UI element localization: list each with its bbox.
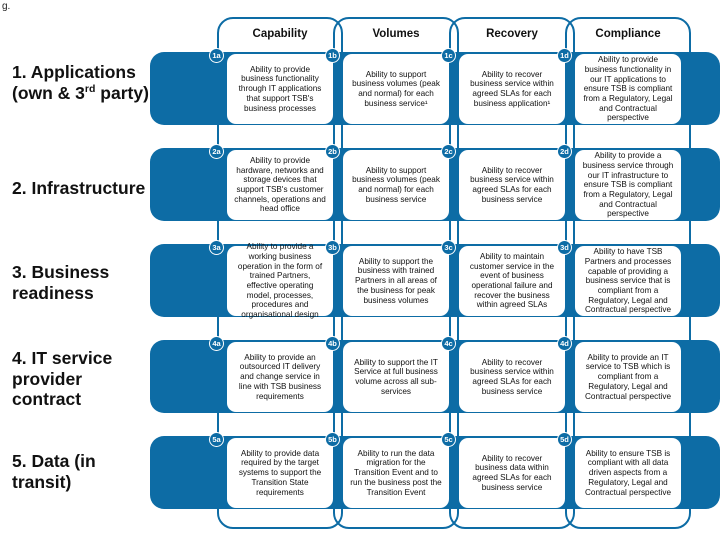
- column-volumes: [333, 17, 459, 529]
- cell-id-badge: 4c: [441, 336, 456, 351]
- row-label-applications-text: 1. Applications (own & 3: [12, 62, 136, 103]
- cell-2-volumes: Ability to support business volumes (pea…: [343, 150, 449, 220]
- cell-4-capability: Ability to provide an outsourced IT deli…: [227, 342, 333, 412]
- cell-id-badge: 4a: [209, 336, 224, 351]
- cell-id-badge: 4b: [325, 336, 340, 351]
- cell-5-compliance: Ability to ensure TSB is compliant with …: [575, 438, 681, 508]
- cell-3-capability: Ability to provide a working business op…: [227, 242, 333, 319]
- cell-id-badge: 4d: [557, 336, 572, 351]
- cell-id-badge: 5c: [441, 432, 456, 447]
- cell-1-capability: Ability to provide business functionalit…: [227, 54, 333, 124]
- cell-id-badge: 3a: [209, 240, 224, 255]
- row-label-applications-sup: rd: [84, 82, 96, 95]
- column-compliance: [565, 17, 691, 529]
- cell-3-compliance: Ability to have TSB Partners and process…: [575, 246, 681, 316]
- cell-2-recovery: Ability to recover business service with…: [459, 150, 565, 220]
- row-label-applications: 1. Applications (own & 3rd party): [12, 62, 152, 103]
- row-label-data: 5. Data (in transit): [12, 451, 96, 492]
- row-label-infrastructure: 2. Infrastructure: [12, 178, 146, 198]
- cell-4-recovery: Ability to recover business service with…: [459, 342, 565, 412]
- cell-5-capability: Ability to provide data required by the …: [227, 438, 333, 508]
- cell-2-capability: Ability to provide hardware, networks an…: [227, 150, 333, 220]
- cell-1-recovery: Ability to recover business service with…: [459, 54, 565, 124]
- cell-4-compliance: Ability to provide an IT service to TSB …: [575, 342, 681, 412]
- cell-id-badge: 5b: [325, 432, 340, 447]
- cell-id-badge: 5a: [209, 432, 224, 447]
- column-capability: [217, 17, 343, 529]
- cell-id-badge: 5d: [557, 432, 572, 447]
- cell-1-volumes: Ability to support business volumes (pea…: [343, 54, 449, 124]
- cell-id-badge: 1b: [325, 48, 340, 63]
- cell-id-badge: 2d: [557, 144, 572, 159]
- cell-id-badge: 3b: [325, 240, 340, 255]
- cell-id-badge: 1c: [441, 48, 456, 63]
- column-recovery: [449, 17, 575, 529]
- row-label-it-service-provider: 4. IT service provider contract: [12, 348, 113, 410]
- column-header-capability: Capability: [252, 28, 308, 40]
- cell-2-compliance: Ability to provide a business service th…: [575, 150, 681, 220]
- cell-id-badge: 3d: [557, 240, 572, 255]
- cell-3-volumes: Ability to support the business with tra…: [343, 246, 449, 316]
- cell-5-volumes: Ability to run the data migration for th…: [343, 438, 449, 508]
- cell-id-badge: 2c: [441, 144, 456, 159]
- cell-id-badge: 2a: [209, 144, 224, 159]
- row-label-business-readiness: 3. Business readiness: [12, 262, 110, 303]
- column-header-compliance: Compliance: [595, 28, 661, 40]
- column-header-recovery: Recovery: [486, 28, 538, 40]
- cell-id-badge: 3c: [441, 240, 456, 255]
- cell-id-badge: 1d: [557, 48, 572, 63]
- cell-1-compliance: Ability to provide business functionalit…: [575, 54, 681, 124]
- cell-3-recovery: Ability to maintain customer service in …: [459, 246, 565, 316]
- row-label-applications-tail: party): [95, 82, 149, 103]
- cell-5-recovery: Ability to recover business data within …: [459, 438, 565, 508]
- figure-label: g.: [2, 1, 11, 12]
- column-header-volumes: Volumes: [372, 28, 420, 40]
- cell-4-volumes: Ability to support the IT Service at ful…: [343, 342, 449, 412]
- cell-id-badge: 2b: [325, 144, 340, 159]
- cell-id-badge: 1a: [209, 48, 224, 63]
